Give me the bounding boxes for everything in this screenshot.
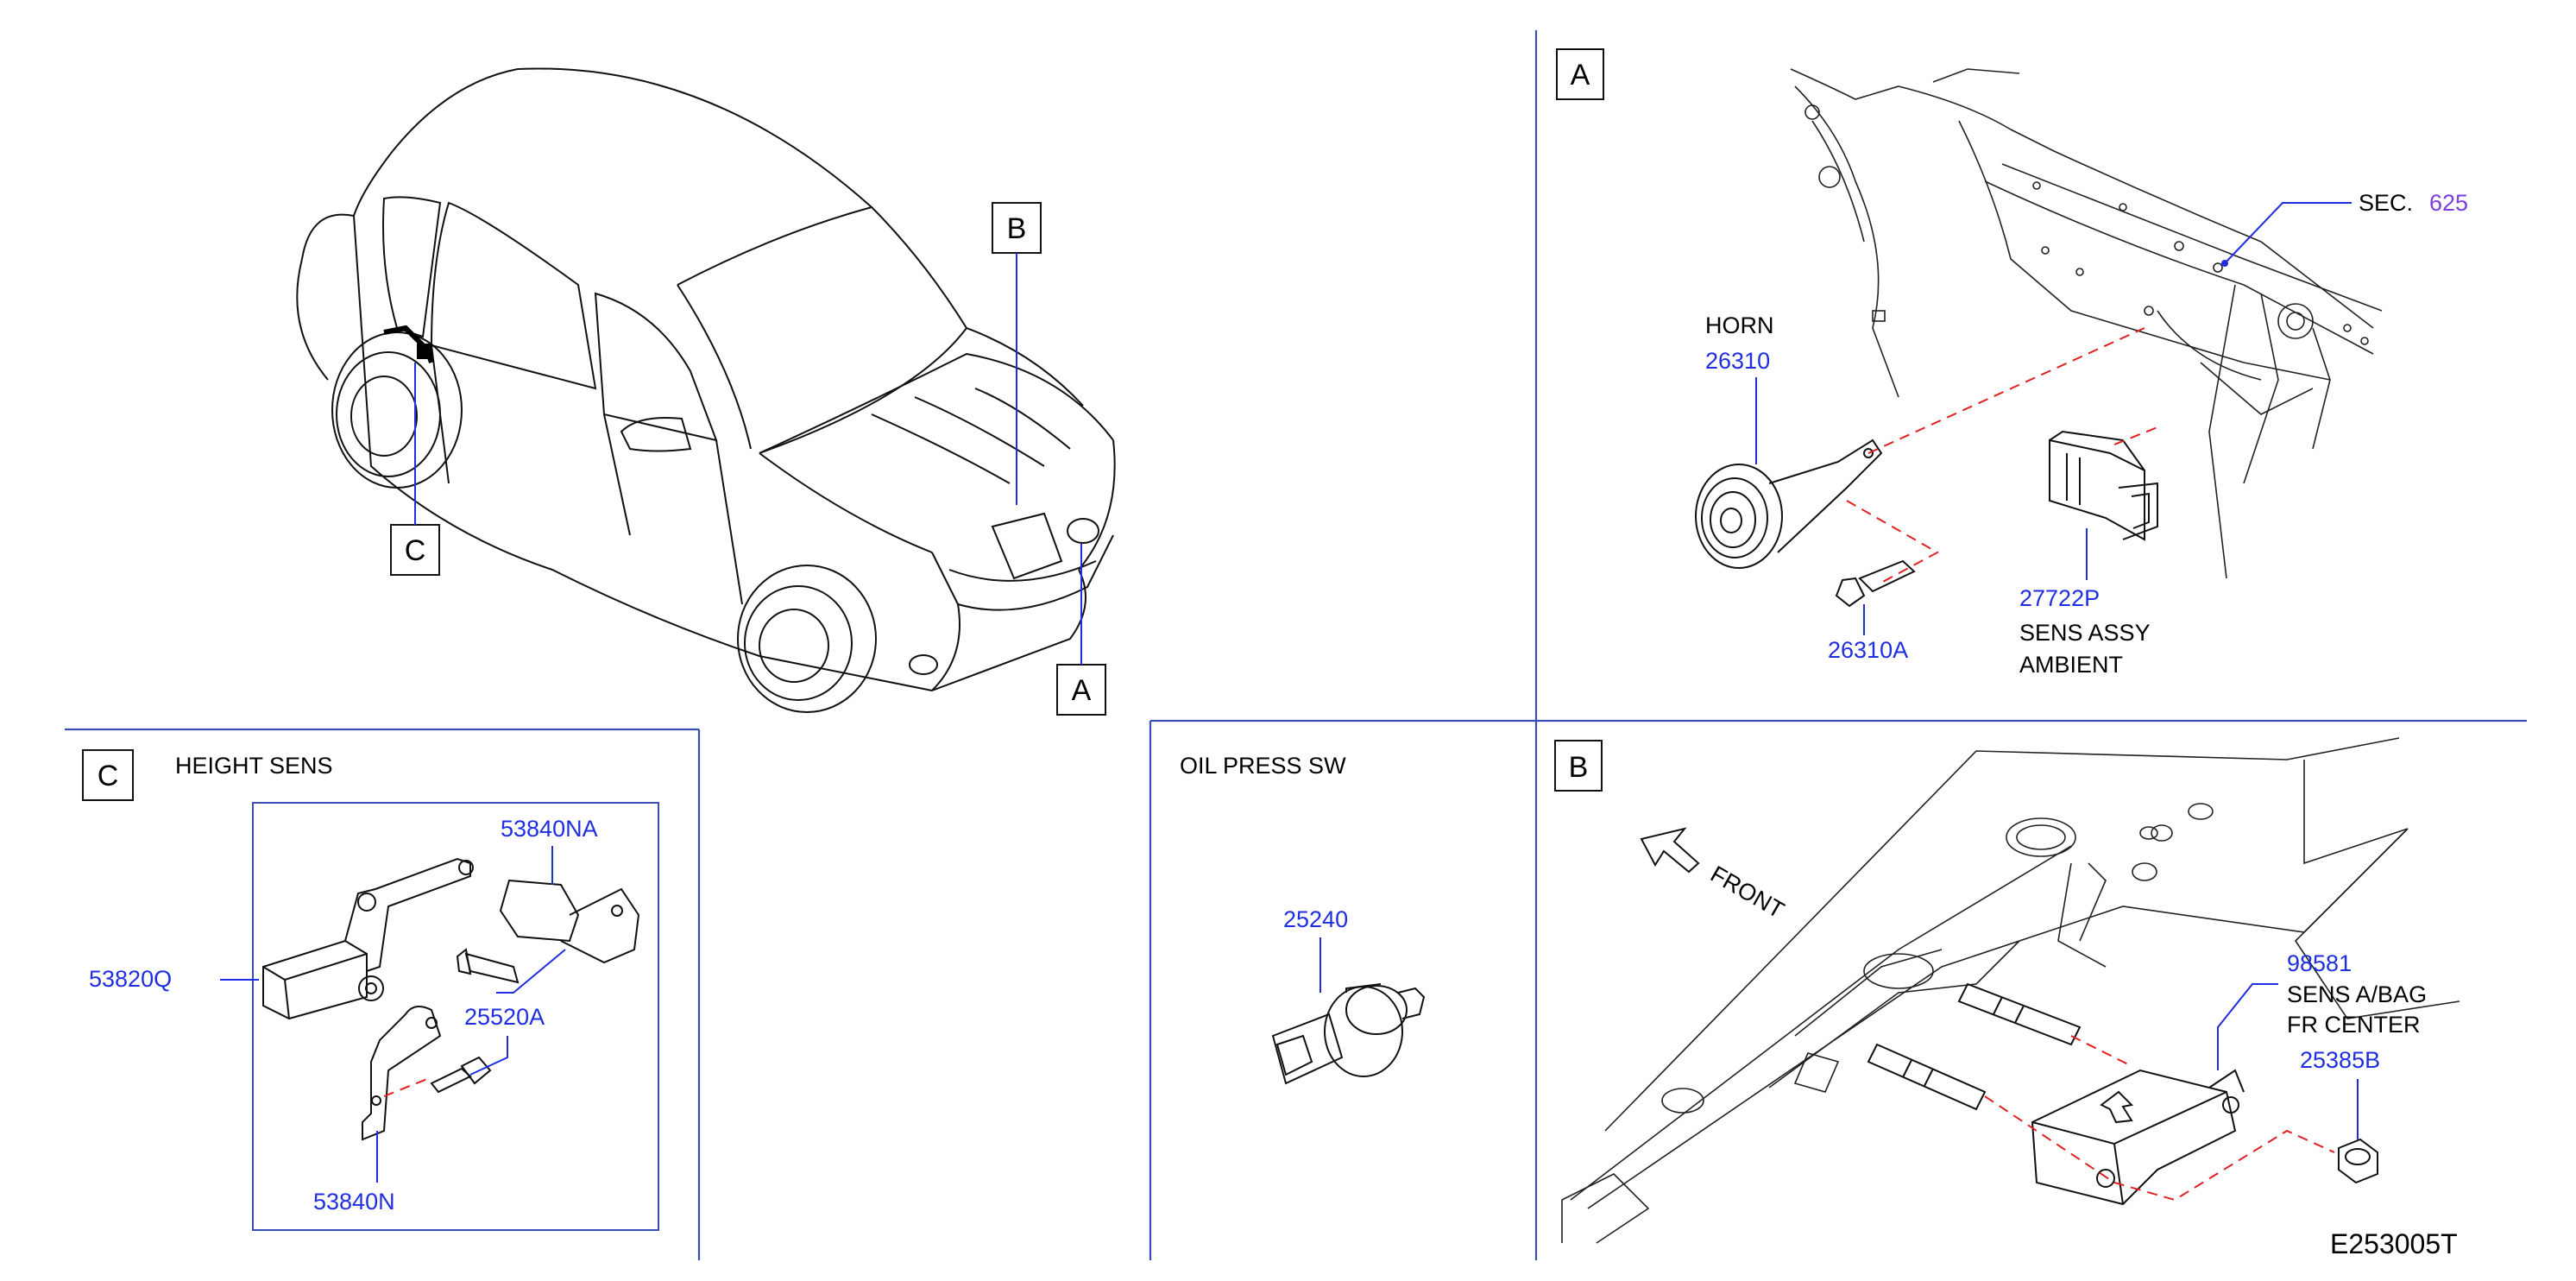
- panel-b-ref-label: B: [1569, 751, 1589, 784]
- height-sensor-location-marker: [383, 325, 434, 363]
- figure-code: E253005T: [2330, 1228, 2458, 1259]
- callout-box-b: B: [992, 202, 1042, 505]
- panel-c: C HEIGHT SENS 538: [82, 749, 659, 1231]
- oil-press-switch-part: [1271, 983, 1426, 1085]
- bolt-install-line-c: [383, 1078, 428, 1097]
- ambient-sensor-name-line1: SENS ASSY: [2019, 620, 2151, 646]
- panel-c-detail-frame: [252, 802, 659, 1231]
- horn-part: [1695, 439, 1883, 569]
- sensor-install-line: [2113, 426, 2158, 445]
- height-sensor-part: [262, 857, 474, 1020]
- panel-a-ref-label: A: [1571, 59, 1590, 92]
- lower-bracket-part-number[interactable]: 53840N: [313, 1189, 395, 1215]
- horn-name: HORN: [1705, 312, 1774, 338]
- front-label: FRONT: [1706, 861, 1789, 923]
- upper-bracket-part-number[interactable]: 53840NA: [501, 816, 598, 842]
- sensor-install-line-lower: [1984, 1095, 2335, 1202]
- panel-b: B FRONT: [1554, 737, 2460, 1244]
- lower-bracket-part: [362, 1006, 442, 1141]
- panel-b-ref-box: [1554, 740, 1603, 792]
- horn-part-number[interactable]: 26310: [1705, 348, 1770, 374]
- nut-part-number[interactable]: 25385B: [2300, 1047, 2380, 1073]
- vehicle-overview: B A C: [296, 67, 1116, 716]
- car-body-outline: [296, 67, 1116, 691]
- callout-box-a: A: [1056, 544, 1106, 716]
- oil-switch-part-number[interactable]: 25240: [1283, 906, 1348, 932]
- floor-tunnel-structure: [1561, 737, 2460, 1244]
- bolt-leader-lower: [469, 1036, 508, 1076]
- sec-label: SEC.: [2359, 190, 2413, 216]
- panel-c-ref-box: [82, 749, 134, 801]
- panel-c-ref-label: C: [98, 760, 119, 792]
- front-wheel: [737, 565, 877, 713]
- airbag-sensor-name-line2: FR CENTER: [2287, 1012, 2421, 1038]
- ambient-sensor-part-number[interactable]: 27722P: [2019, 585, 2100, 611]
- callout-label-b: B: [1007, 212, 1027, 245]
- horn-bolt-part-number[interactable]: 26310A: [1828, 637, 1908, 663]
- ambient-sensor-part: [2049, 430, 2158, 541]
- callout-label-c: C: [405, 534, 426, 567]
- sec-625-leader: [2224, 202, 2352, 264]
- bolt-install-line: [1846, 500, 1940, 584]
- bolt-part-number[interactable]: 25520A: [464, 1004, 545, 1030]
- panel-c-title: HEIGHT SENS: [175, 753, 333, 779]
- oil-panel-title: OIL PRESS SW: [1180, 753, 1346, 779]
- stud-bolts: [1867, 982, 2082, 1111]
- panel-a-ref-box: [1556, 48, 1604, 100]
- airbag-sensor-leader: [2217, 983, 2278, 1070]
- callout-label-a: A: [1072, 674, 1092, 707]
- airbag-sensor-part-number[interactable]: 98581: [2287, 950, 2352, 976]
- bolt-leader-upper: [496, 949, 566, 994]
- panel-oil-press: OIL PRESS SW 25240: [1180, 753, 1426, 1085]
- nut-part: [2338, 1138, 2378, 1184]
- callout-box-c: C: [390, 363, 440, 576]
- panel-a: A: [1556, 48, 2468, 678]
- panel-dividers: [65, 30, 2527, 1260]
- airbag-sensor-name-line1: SENS A/BAG: [2287, 981, 2427, 1007]
- airbag-sensor-part: [2031, 1069, 2245, 1206]
- upper-bracket-part: [499, 879, 640, 964]
- ambient-sensor-name-line2: AMBIENT: [2019, 652, 2123, 678]
- front-direction-arrow: FRONT: [1640, 827, 1789, 924]
- sensor-part-number[interactable]: 53820Q: [89, 966, 172, 992]
- horn-install-line: [1867, 327, 2145, 454]
- sec-number-link[interactable]: 625: [2429, 190, 2468, 216]
- rear-wheel: [331, 331, 463, 489]
- bolt-25520a-part: [430, 948, 520, 1094]
- radiator-core-support: [1790, 68, 2383, 579]
- horn-bolt-part: [1835, 559, 1916, 608]
- sensor-install-line-upper: [2070, 1035, 2132, 1067]
